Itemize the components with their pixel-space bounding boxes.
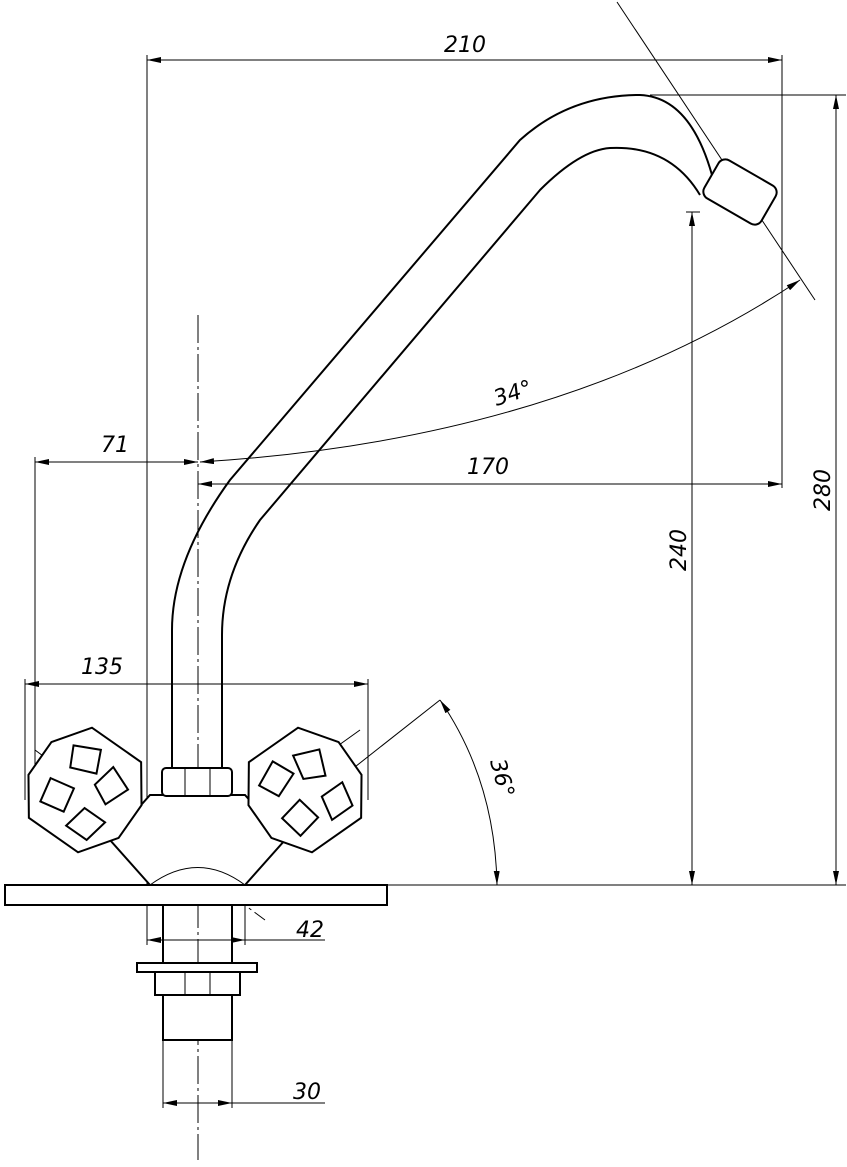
dim-handle-span: 135 xyxy=(81,655,123,680)
dim-overall-reach: 210 xyxy=(444,33,486,58)
dim-overall-height: 280 xyxy=(811,469,836,511)
handle-left xyxy=(27,726,143,854)
dim-handle-angle: 36° xyxy=(484,756,518,800)
spout xyxy=(171,93,778,770)
aerator-nozzle xyxy=(702,158,778,226)
dim-outlet-height: 240 xyxy=(667,529,692,571)
extension-lines xyxy=(24,1,846,1108)
dim-spout-reach: 170 xyxy=(467,455,509,480)
handle-right xyxy=(247,726,363,854)
dim-handle-offset: 71 xyxy=(101,433,129,458)
base-plate xyxy=(4,884,388,906)
dim-pipe-diameter: 30 xyxy=(293,1080,321,1105)
hex-nut xyxy=(161,767,233,797)
dim-body-base-width: 42 xyxy=(296,918,324,943)
faucet-body xyxy=(108,767,287,886)
mounting-pipe xyxy=(136,905,258,1041)
